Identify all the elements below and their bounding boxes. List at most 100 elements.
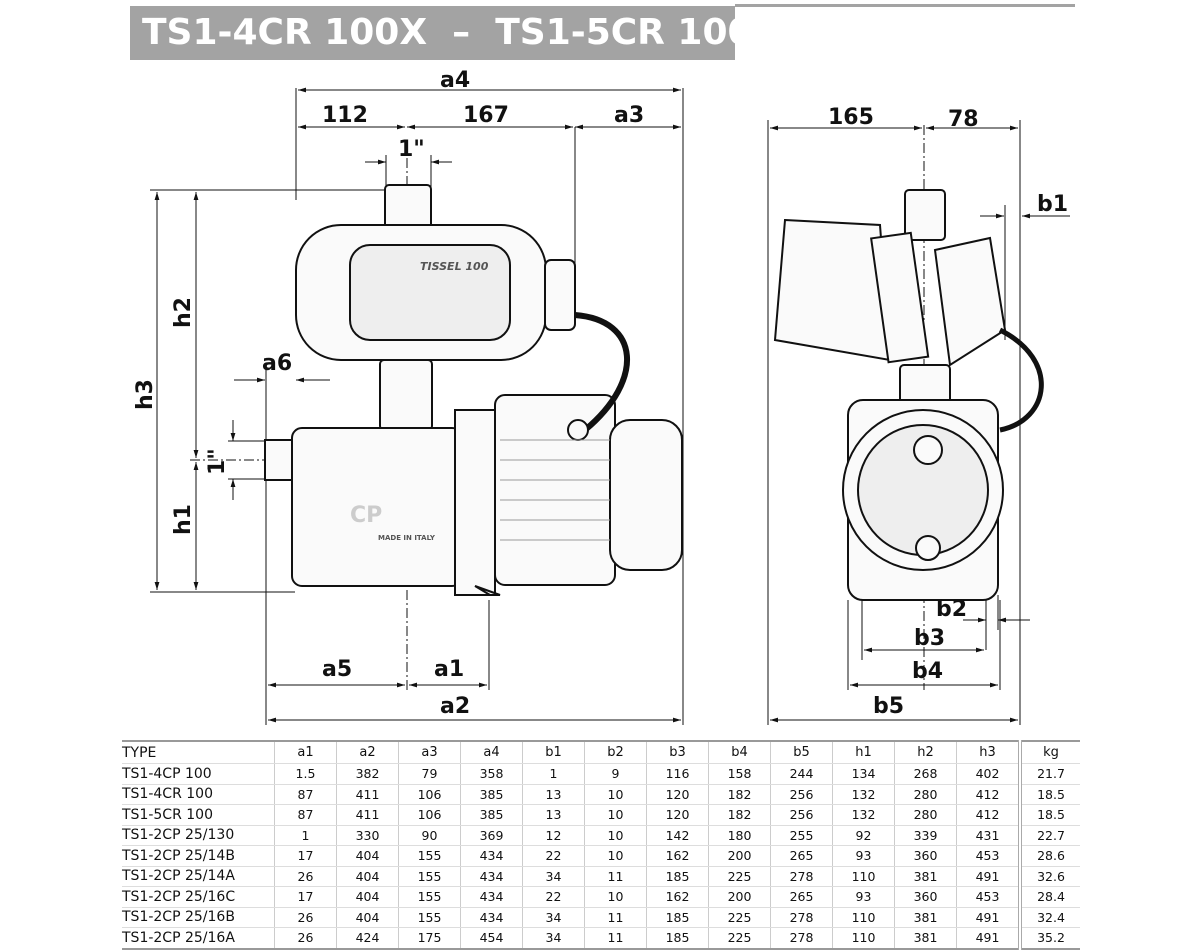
dim-a2: a2 — [440, 694, 470, 719]
value-cell: 1 — [274, 825, 337, 846]
made-in-label: MADE IN ITALY — [378, 534, 436, 542]
value-cell: 10 — [584, 825, 647, 846]
value-cell: 34 — [522, 907, 585, 928]
value-cell: 22 — [522, 886, 585, 908]
value-cell: 79 — [398, 763, 461, 785]
value-cell: 424 — [336, 927, 399, 950]
value-cell: 491 — [956, 866, 1020, 887]
value-cell: 93 — [832, 886, 895, 908]
value-cell: 278 — [770, 907, 833, 928]
value-cell: 120 — [646, 804, 709, 826]
dim-h2: h2 — [171, 297, 196, 328]
column-header-h2: h2 — [894, 740, 957, 764]
value-cell: 431 — [956, 825, 1020, 846]
value-cell: 453 — [956, 886, 1020, 908]
column-header-kg: kg — [1018, 740, 1080, 764]
value-cell: 330 — [336, 825, 399, 846]
value-cell: 87 — [274, 784, 337, 805]
value-cell: 155 — [398, 886, 461, 908]
type-cell: TS1-4CR 100 — [122, 784, 275, 805]
value-cell: 491 — [956, 927, 1020, 950]
title-bar: TS1-4CR 100X – TS1-5CR 100 — [130, 6, 753, 60]
value-cell: 256 — [770, 784, 833, 805]
side-view-pump — [773, 189, 1044, 601]
value-cell: 280 — [894, 804, 957, 826]
type-cell: TS1-2CP 25/130 — [122, 825, 275, 846]
value-cell: 1 — [522, 763, 585, 785]
value-cell: 381 — [894, 927, 957, 950]
value-cell: 34 — [522, 866, 585, 887]
value-cell: 382 — [336, 763, 399, 785]
value-cell: 491 — [956, 907, 1020, 928]
value-cell: 225 — [708, 866, 771, 887]
value-cell: 265 — [770, 886, 833, 908]
dim-b4: b4 — [912, 659, 943, 684]
value-cell: 404 — [336, 866, 399, 887]
motor-fins — [500, 439, 610, 541]
value-cell: 9 — [584, 763, 647, 785]
value-cell: 182 — [708, 804, 771, 826]
value-cell: 434 — [460, 845, 523, 867]
value-cell: 412 — [956, 784, 1020, 805]
controller-label: TISSEL 100 — [420, 260, 489, 273]
value-cell: 110 — [832, 907, 895, 928]
value-cell: 26 — [274, 907, 337, 928]
front-view-pump — [264, 184, 683, 596]
value-cell: 268 — [894, 763, 957, 785]
dim-a3: a3 — [614, 103, 644, 128]
value-cell: 360 — [894, 886, 957, 908]
value-cell: 358 — [460, 763, 523, 785]
value-cell: 110 — [832, 927, 895, 950]
value-cell: 385 — [460, 784, 523, 805]
dim-a5: a5 — [322, 657, 352, 682]
value-cell: 1.5 — [274, 763, 337, 785]
value-cell: 434 — [460, 866, 523, 887]
dim-78: 78 — [948, 107, 979, 132]
dim-a6: a6 — [262, 351, 292, 376]
front-view-dimension-lines — [150, 87, 684, 725]
dim-a4: a4 — [440, 68, 470, 93]
value-cell: 185 — [646, 927, 709, 950]
motor-box — [494, 394, 616, 586]
value-cell: 18.5 — [1018, 784, 1080, 805]
value-cell: 454 — [460, 927, 523, 950]
value-cell: 278 — [770, 927, 833, 950]
value-cell: 10 — [584, 784, 647, 805]
column-header-h1: h1 — [832, 740, 895, 764]
value-cell: 158 — [708, 763, 771, 785]
value-cell: 34 — [522, 927, 585, 950]
type-cell: TS1-2CP 25/14B — [122, 845, 275, 867]
column-header-a1: a1 — [274, 740, 337, 764]
value-cell: 244 — [770, 763, 833, 785]
value-cell: 26 — [274, 866, 337, 887]
value-cell: 132 — [832, 804, 895, 826]
column-header-a4: a4 — [460, 740, 523, 764]
value-cell: 155 — [398, 845, 461, 867]
value-cell: 11 — [584, 927, 647, 950]
value-cell: 381 — [894, 907, 957, 928]
value-cell: 255 — [770, 825, 833, 846]
value-cell: 412 — [956, 804, 1020, 826]
value-cell: 200 — [708, 886, 771, 908]
value-cell: 162 — [646, 845, 709, 867]
value-cell: 411 — [336, 784, 399, 805]
value-cell: 225 — [708, 927, 771, 950]
dim-165: 165 — [828, 105, 874, 130]
value-cell: 106 — [398, 784, 461, 805]
value-cell: 360 — [894, 845, 957, 867]
value-cell: 21.7 — [1018, 763, 1080, 785]
value-cell: 404 — [336, 845, 399, 867]
type-cell: TS1-5CR 100 — [122, 804, 275, 826]
dim-b1: b1 — [1037, 192, 1068, 217]
page-title: TS1-4CR 100X – TS1-5CR 100 — [142, 12, 753, 53]
value-cell: 32.4 — [1018, 907, 1080, 928]
dim-b3: b3 — [914, 626, 945, 651]
value-cell: 453 — [956, 845, 1020, 867]
